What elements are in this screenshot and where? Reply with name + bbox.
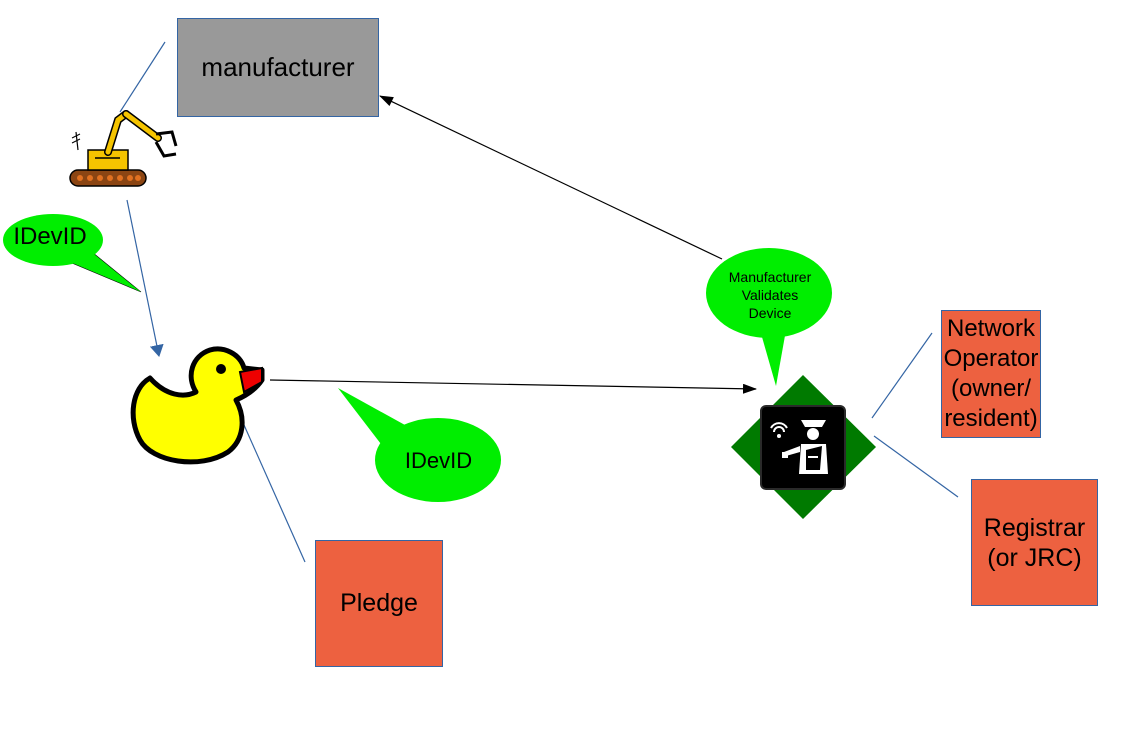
manufacturer-box: manufacturer	[177, 18, 379, 117]
bubble-manufacturer-validates-text: Manufacturer Validates Device	[728, 269, 812, 321]
connector-robot-manufacturer	[119, 41, 166, 113]
connector-registrar-registrar	[873, 435, 959, 498]
network-operator-box: Network Operator (owner/ resident)	[941, 310, 1041, 438]
connector-duck-pledge	[243, 424, 306, 563]
arrow-robot-to-duck	[126, 199, 164, 357]
customs-officer-icon	[770, 420, 828, 474]
arrow-registrar-to-manufacturer	[379, 95, 723, 260]
bubble-idevid-mid-text: IDevID	[404, 448, 473, 473]
speech-bubble-idevid-mid	[338, 388, 501, 502]
network-operator-label: Network Operator (owner/ resident)	[943, 315, 1039, 432]
pledge-label: Pledge	[340, 589, 418, 617]
arrow-duck-to-registrar	[269, 379, 757, 394]
manufacturer-label: manufacturer	[201, 52, 355, 82]
registrar-box: Registrar (or JRC)	[971, 479, 1098, 606]
connector-registrar-network	[871, 332, 933, 419]
registrar-label: Registrar (or JRC)	[983, 513, 1086, 572]
pledge-box: Pledge	[315, 540, 443, 667]
speech-bubble-idevid-top	[3, 214, 142, 293]
bubble-idevid-top-text: IDevID	[13, 223, 87, 250]
robot-arm-icon	[69, 110, 178, 187]
rubber-duck-icon	[130, 346, 265, 465]
speech-bubble-manufacturer-validates	[706, 248, 832, 386]
